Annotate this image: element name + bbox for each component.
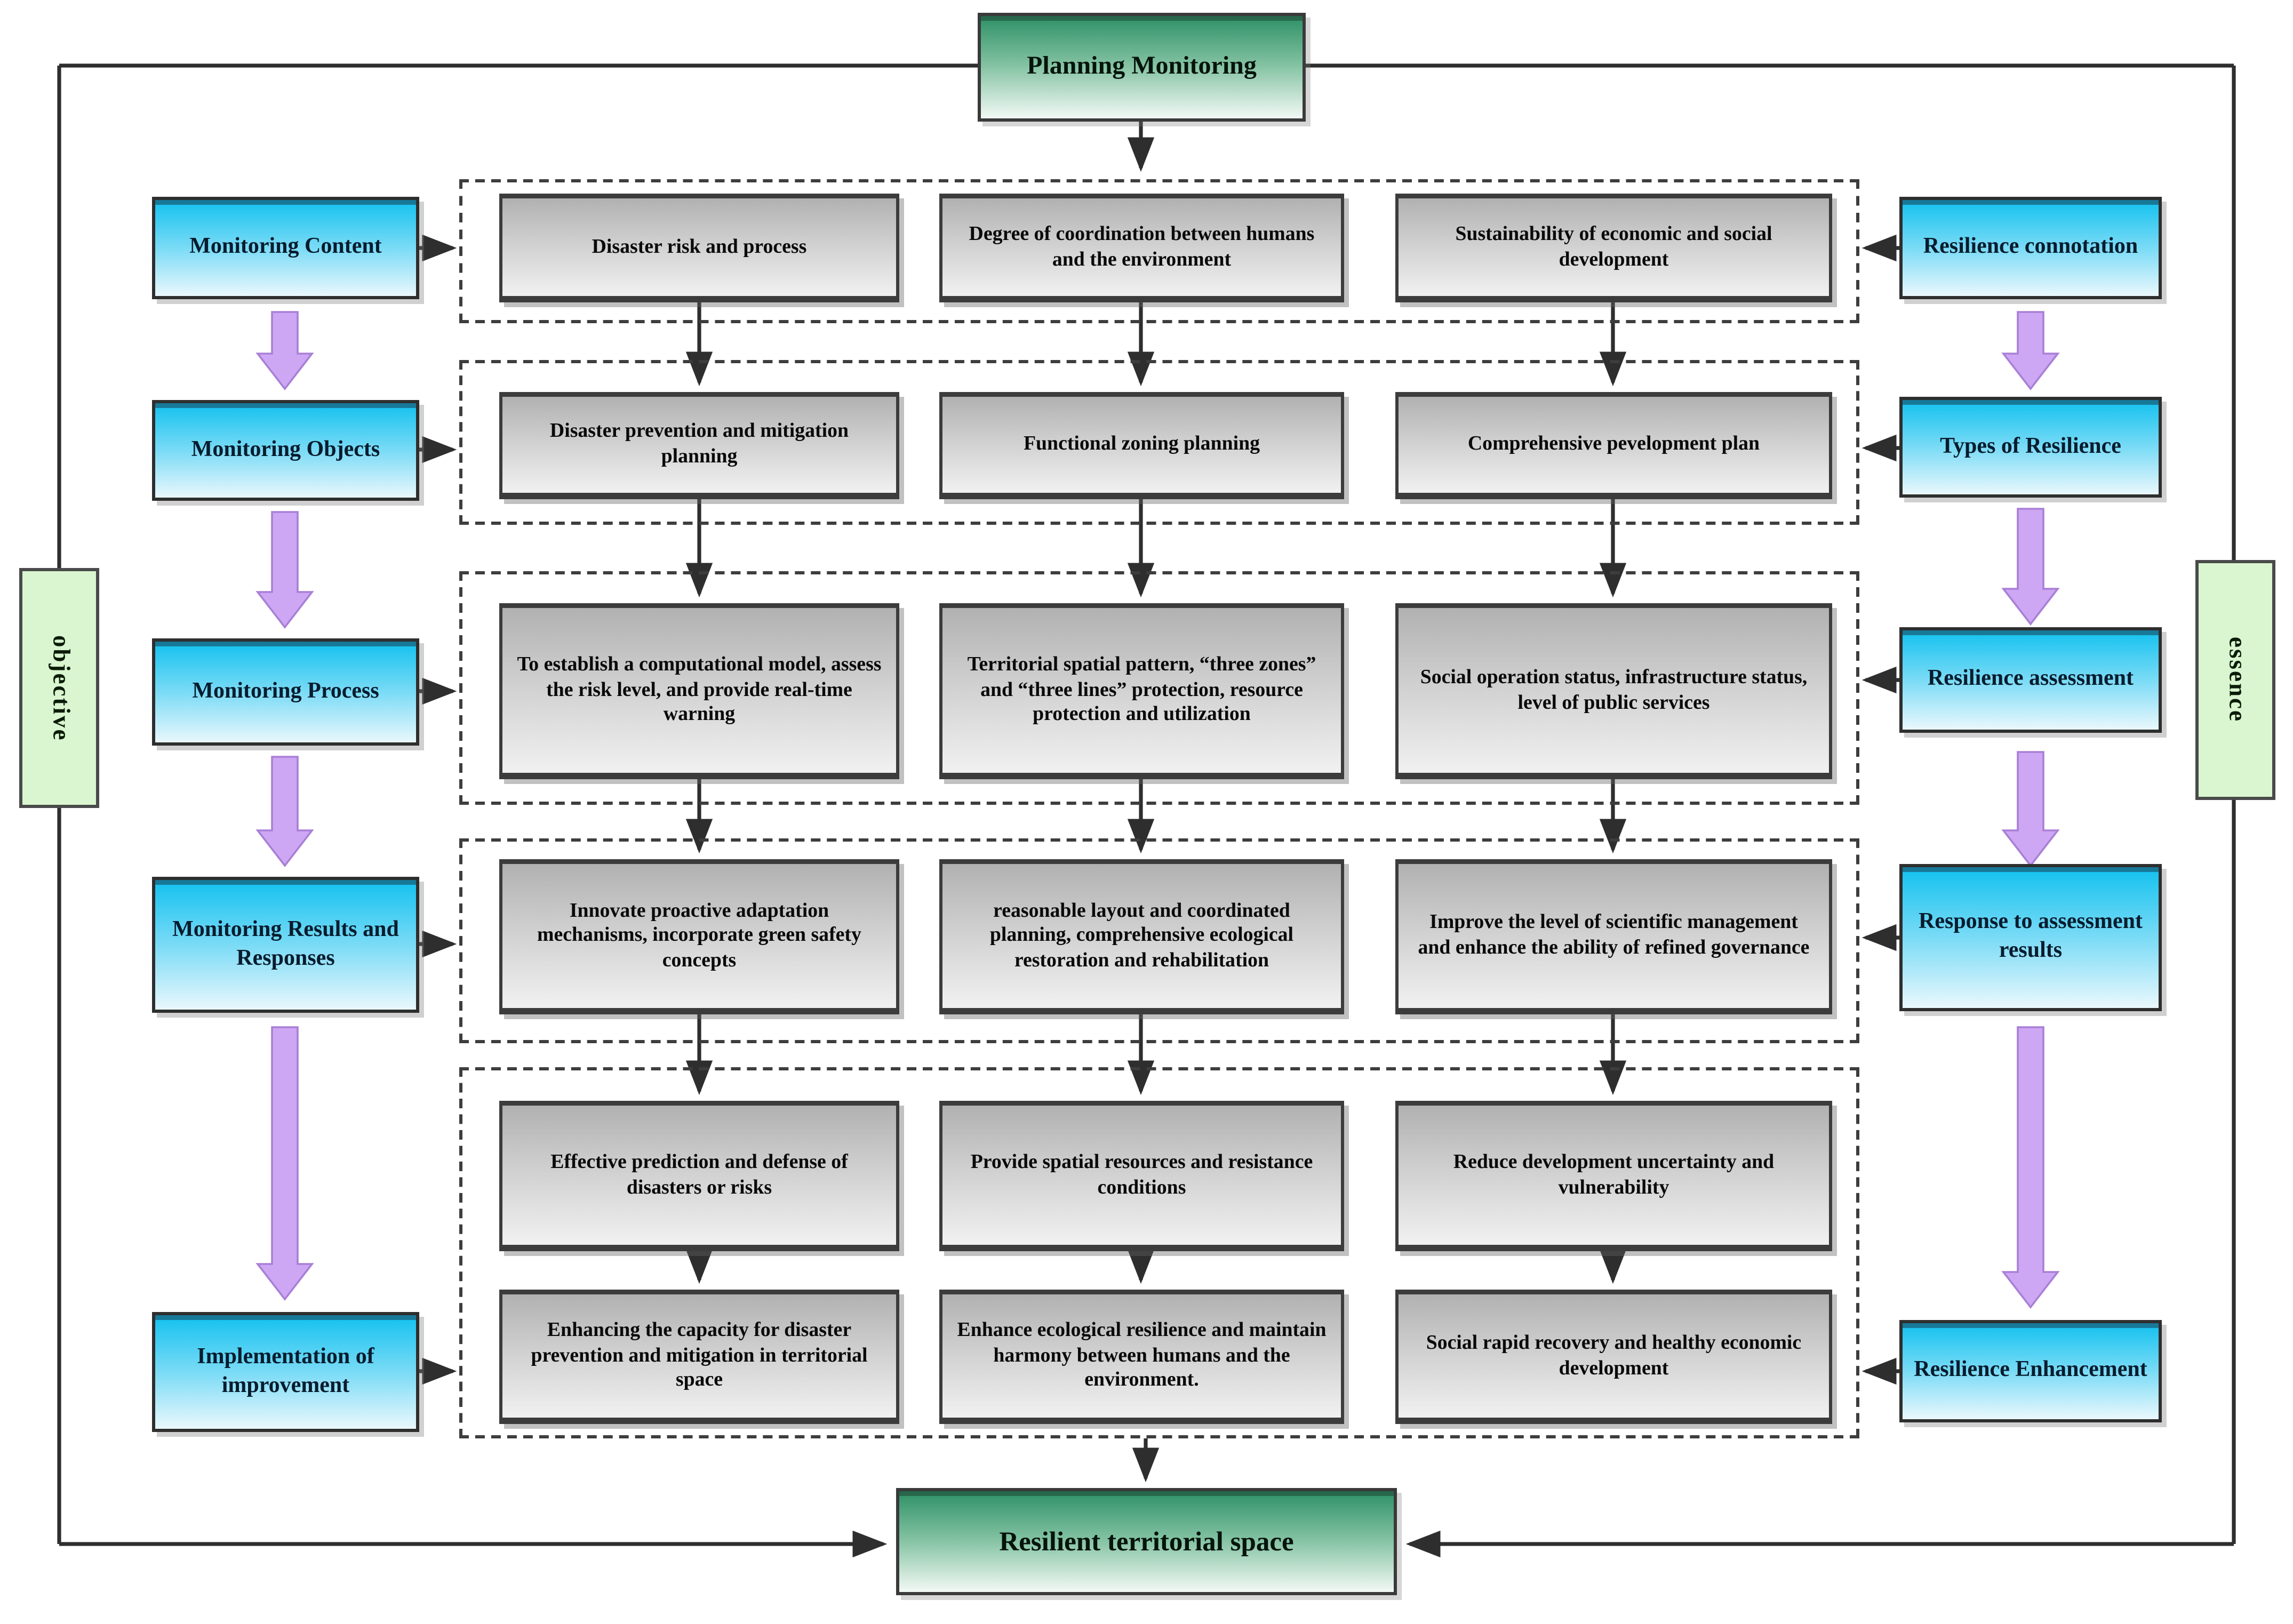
cell-text: Reduce development uncertainty and vulne…	[1453, 1150, 1775, 1198]
cell-r5bc2: Enhance ecological resilience and mainta…	[939, 1290, 1344, 1424]
cell-text: Sustainability of economic and social de…	[1455, 222, 1772, 270]
right-label-types-of-resilience: Types of Resilience	[1899, 397, 2162, 498]
cell-r2c2: Functional zoning planning	[939, 392, 1344, 499]
cell-r1c1: Disaster risk and process	[499, 194, 899, 302]
cell-r3c2: Territorial spatial pattern, “three zone…	[939, 603, 1344, 779]
cell-text: Social operation status, infrastructure …	[1420, 665, 1808, 713]
cell-r3c1: To establish a computational model, asse…	[499, 603, 899, 779]
source-box: Planning Monitoring	[978, 13, 1306, 122]
right-label-response-to-results: Response to assessment results	[1899, 864, 2162, 1011]
stage-row-3	[459, 571, 1859, 805]
right-axis-text: essence	[2223, 637, 2249, 723]
cell-text: reasonable layout and coordinated planni…	[989, 898, 1294, 971]
stage-row-2	[459, 360, 1859, 525]
cell-text: Enhancing the capacity for disaster prev…	[531, 1318, 868, 1391]
cell-r4c1: Innovate proactive adaptation mechanisms…	[499, 859, 899, 1014]
cell-text: Provide spatial resources and resistance…	[970, 1150, 1313, 1198]
cell-text: Enhance ecological resilience and mainta…	[957, 1318, 1327, 1391]
right-label-text: Resilience assessment	[1927, 667, 2134, 692]
left-label-text: Monitoring Content	[189, 235, 382, 260]
cell-text: To establish a computational model, asse…	[517, 653, 882, 725]
cell-r1c3: Sustainability of economic and social de…	[1395, 194, 1832, 302]
cell-text: Disaster prevention and mitigation plann…	[549, 420, 849, 467]
left-axis-text: objective	[47, 635, 73, 741]
right-label-text: Response to assessment results	[1919, 910, 2143, 963]
source-box-label: Planning Monitoring	[1027, 52, 1257, 79]
stage-row-5	[459, 1067, 1859, 1438]
left-label-implementation: Implementation of improvement	[152, 1312, 419, 1432]
stage-row-1	[459, 179, 1859, 323]
cell-text: Functional zoning planning	[1023, 432, 1260, 455]
right-label-text: Resilience connotation	[1923, 235, 2138, 260]
cell-text: Disaster risk and process	[592, 235, 807, 258]
left-label-text: Monitoring Results and Responses	[172, 917, 399, 971]
cell-r5bc1: Enhancing the capacity for disaster prev…	[499, 1290, 899, 1424]
cell-r5bc3: Social rapid recovery and healthy econom…	[1395, 1290, 1832, 1424]
cell-r1c2: Degree of coordination between humans an…	[939, 194, 1344, 302]
left-label-text: Monitoring Objects	[191, 437, 380, 462]
sink-box-label: Resilient territorial space	[999, 1525, 1294, 1556]
cell-r5ac1: Effective prediction and defense of disa…	[499, 1101, 899, 1251]
cell-text: Social rapid recovery and healthy econom…	[1426, 1331, 1802, 1379]
cell-text: Innovate proactive adaptation mechanisms…	[537, 898, 861, 971]
stage-row-4	[459, 838, 1859, 1043]
cell-text: Comprehensive pevelopment plan	[1467, 432, 1760, 455]
cell-r4c3: Improve the level of scientific manageme…	[1395, 859, 1832, 1014]
cell-r3c3: Social operation status, infrastructure …	[1395, 603, 1832, 779]
right-axis-label: essence	[2195, 560, 2275, 800]
left-label-text: Implementation of improvement	[197, 1345, 374, 1398]
cell-text: Territorial spatial pattern, “three zone…	[967, 653, 1316, 725]
left-label-monitoring-content: Monitoring Content	[152, 197, 419, 299]
right-label-resilience-enhancement: Resilience Enhancement	[1899, 1320, 2162, 1422]
right-label-text: Resilience Enhancement	[1914, 1358, 2147, 1383]
left-label-monitoring-objects: Monitoring Objects	[152, 400, 419, 501]
sink-box: Resilient territorial space	[896, 1488, 1397, 1595]
left-label-monitoring-results: Monitoring Results and Responses	[152, 877, 419, 1013]
left-label-text: Monitoring Process	[192, 679, 379, 703]
left-axis-label: objective	[19, 568, 99, 808]
right-label-resilience-connotation: Resilience connotation	[1899, 197, 2162, 299]
cell-r4c2: reasonable layout and coordinated planni…	[939, 859, 1344, 1014]
left-label-monitoring-process: Monitoring Process	[152, 638, 419, 746]
cell-r5ac3: Reduce development uncertainty and vulne…	[1395, 1101, 1832, 1251]
cell-text: Degree of coordination between humans an…	[969, 222, 1315, 270]
cell-r2c1: Disaster prevention and mitigation plann…	[499, 392, 899, 499]
right-label-resilience-assessment: Resilience assessment	[1899, 627, 2162, 733]
cell-text: Effective prediction and defense of disa…	[550, 1150, 848, 1198]
right-label-text: Types of Resilience	[1940, 434, 2121, 459]
cell-r2c3: Comprehensive pevelopment plan	[1395, 392, 1832, 499]
cell-text: Improve the level of scientific manageme…	[1418, 911, 1810, 958]
cell-r5ac2: Provide spatial resources and resistance…	[939, 1101, 1344, 1251]
